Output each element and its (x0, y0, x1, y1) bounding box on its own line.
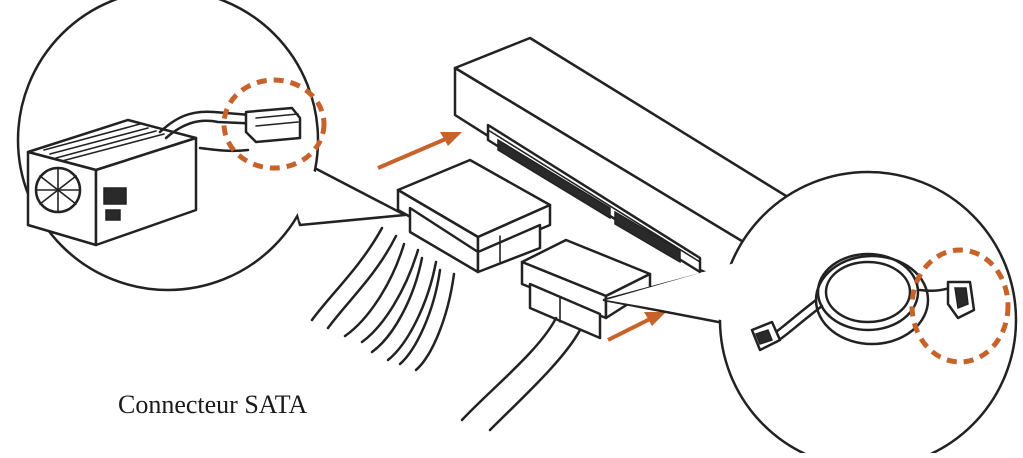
sata-cable-icon (750, 252, 976, 352)
cable-circle (718, 170, 1018, 458)
psu-connector-highlight (221, 77, 327, 171)
psu-power-socket (103, 187, 127, 205)
arrow-data (607, 312, 666, 342)
sata-data-connector (460, 238, 652, 432)
arrow-power (377, 132, 462, 170)
diagram-caption: Connecteur SATA (118, 390, 308, 419)
psu-magnifier (16, 0, 407, 292)
psu-sata-connector (244, 106, 302, 144)
drive-ide-connector (497, 138, 611, 220)
power-supply-icon (26, 118, 198, 247)
sata-power-connector (310, 158, 552, 372)
cable-connector-highlight (909, 247, 1011, 365)
psu-switch (105, 209, 121, 221)
sata-cable-magnifier (602, 170, 1018, 458)
drive-sata-port (614, 210, 681, 264)
optical-drive (453, 36, 840, 282)
